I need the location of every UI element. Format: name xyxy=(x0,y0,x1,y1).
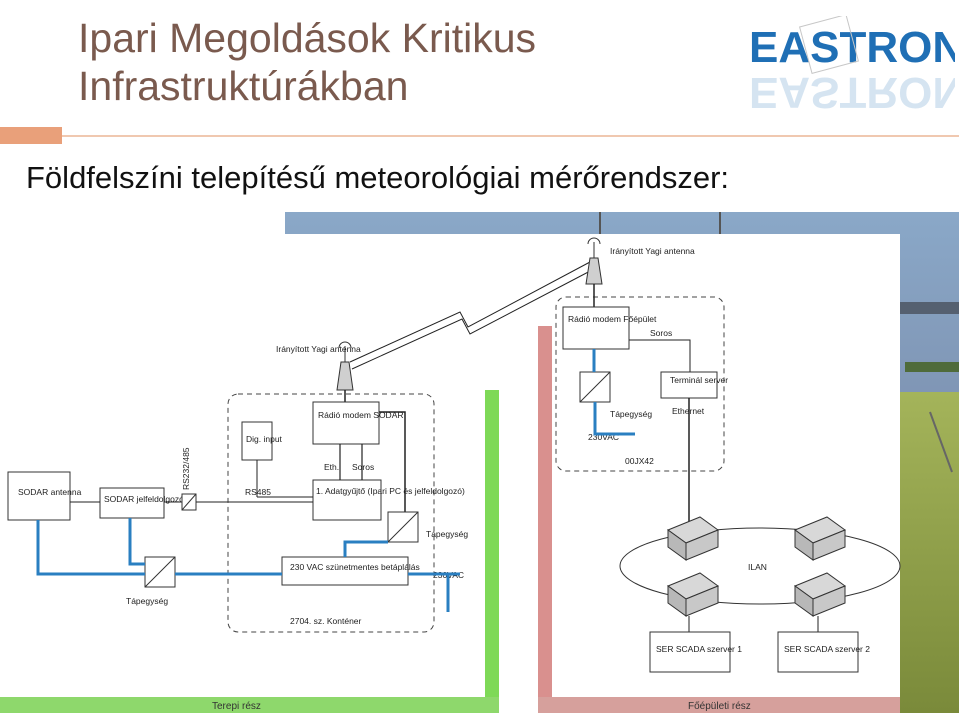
ups-label: 230 VAC szünetmentes betáplálás xyxy=(290,562,420,572)
building-zone-border xyxy=(538,326,552,703)
slide-subtitle: Földfelszíni telepítésű meteorológiai mé… xyxy=(26,160,730,195)
radio-modem-building xyxy=(562,306,630,350)
building-antenna-label: Irányított Yagi antenna xyxy=(610,246,695,256)
soros-field-label: Soros xyxy=(352,462,374,472)
network-switch-icons xyxy=(666,516,847,617)
radio-link xyxy=(349,261,591,363)
vac-building-label: 230VAC xyxy=(588,432,619,442)
logo-text: EASTRON xyxy=(749,23,955,72)
field-antenna-label: Irányított Yagi antenna xyxy=(276,344,361,354)
psu-field-label: Tápegység xyxy=(126,596,168,606)
radio-modem-sodar xyxy=(312,401,380,445)
building-enclosure xyxy=(555,296,725,472)
sodar-processor-label: SODAR jelfeldolgozó xyxy=(104,494,184,504)
title-line-1: Ipari Megoldások Kritikus xyxy=(78,15,537,61)
psu-building-label: Tápegység xyxy=(610,409,652,419)
building-section-label: Főépületi rész xyxy=(688,701,751,712)
field-power-cables xyxy=(36,518,460,612)
container-enclosure xyxy=(227,393,435,633)
field-zone-footer xyxy=(0,697,499,713)
system-diagram: Terepi rész Főépületi rész Irányított Ya… xyxy=(0,212,959,713)
collector-label: 1. Adatgyűjtő (Ipari PC és jelfeldolgozó… xyxy=(316,486,465,496)
soros-building-label: Soros xyxy=(650,328,672,338)
container-label: 2704. sz. Konténer xyxy=(290,616,362,626)
building-power-cables xyxy=(592,349,635,436)
terminal-server-box xyxy=(660,371,718,399)
ups-box xyxy=(281,556,409,586)
sodar-antenna-box xyxy=(7,471,71,521)
terminal-server-label: Terminál server xyxy=(670,375,728,385)
sodar-antenna-label: SODAR antenna xyxy=(18,487,82,497)
dig-input-label: Dig. input xyxy=(246,434,283,444)
ser2-label: SER SCADA szerver 2 xyxy=(784,644,870,654)
sodar-processor-box xyxy=(99,487,165,519)
radio-sodar-label: Rádió modem SODAR xyxy=(318,410,404,420)
data-collector-box xyxy=(312,479,382,521)
psu-container-label: Tápegység xyxy=(426,529,468,539)
eastron-logo: EASTRON EASTRON xyxy=(748,16,955,117)
scada-server-2 xyxy=(777,631,859,673)
accent-line xyxy=(62,135,959,137)
accent-bar xyxy=(0,127,62,144)
field-section-label: Terepi rész xyxy=(212,701,261,712)
rs232-label: RS232/485 xyxy=(181,447,191,490)
field-zone-border xyxy=(485,390,499,703)
ilan-label: ILAN xyxy=(748,562,767,572)
slide-title: Ipari Megoldások Kritikus Infrastruktúrá… xyxy=(78,14,718,110)
rs485-label: RS485 xyxy=(245,487,271,497)
ilan-ring xyxy=(619,527,901,605)
eth-label: Eth. xyxy=(324,462,339,472)
building-antenna-icon xyxy=(585,237,603,285)
box-code-label: 00JX42 xyxy=(625,456,654,466)
ser1-label: SER SCADA szerver 1 xyxy=(656,644,742,654)
title-line-2: Infrastruktúrákban xyxy=(78,63,409,109)
scada-server-1 xyxy=(649,631,731,673)
field-antenna-icon xyxy=(336,341,354,391)
svg-text:EASTRON: EASTRON xyxy=(749,68,955,117)
building-zone-footer xyxy=(538,697,900,713)
radio-building-label: Rádió modem Főépület xyxy=(568,314,657,324)
